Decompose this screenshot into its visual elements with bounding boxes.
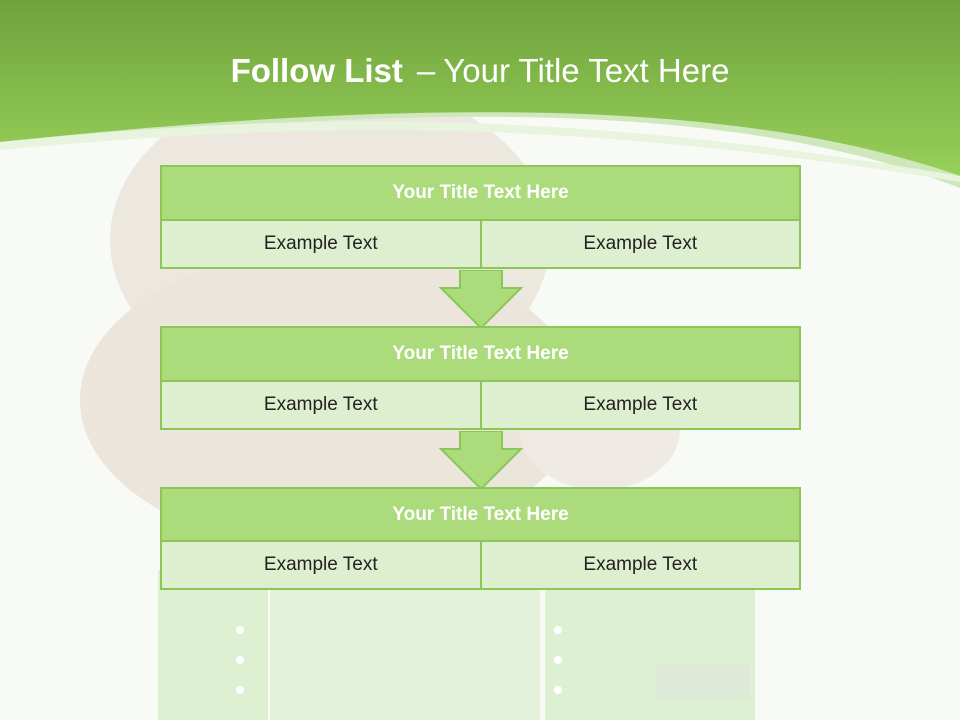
title-separator: – — [416, 52, 436, 89]
title-bold: Follow List — [230, 52, 403, 89]
step-row: Example Text Example Text — [160, 540, 801, 590]
step-right-cell: Example Text — [479, 219, 801, 269]
step-title: Your Title Text Here — [160, 326, 801, 382]
step-left-cell: Example Text — [160, 540, 482, 590]
step-row: Example Text Example Text — [160, 380, 801, 430]
title-rest: Your Title Text Here — [443, 52, 730, 89]
down-arrow — [438, 431, 524, 491]
header-band — [0, 0, 960, 188]
step-right-cell: Example Text — [479, 380, 801, 430]
step-box: Your Title Text Here Example Text Exampl… — [160, 165, 801, 269]
down-arrow — [438, 270, 524, 330]
step-title: Your Title Text Here — [160, 165, 801, 221]
step-left-cell: Example Text — [160, 219, 482, 269]
step-box: Your Title Text Here Example Text Exampl… — [160, 487, 801, 590]
slide-title: Follow List–Your Title Text Here — [0, 52, 960, 90]
step-right-cell: Example Text — [479, 540, 801, 590]
step-box: Your Title Text Here Example Text Exampl… — [160, 326, 801, 430]
step-left-cell: Example Text — [160, 380, 482, 430]
step-title: Your Title Text Here — [160, 487, 801, 542]
step-row: Example Text Example Text — [160, 219, 801, 269]
